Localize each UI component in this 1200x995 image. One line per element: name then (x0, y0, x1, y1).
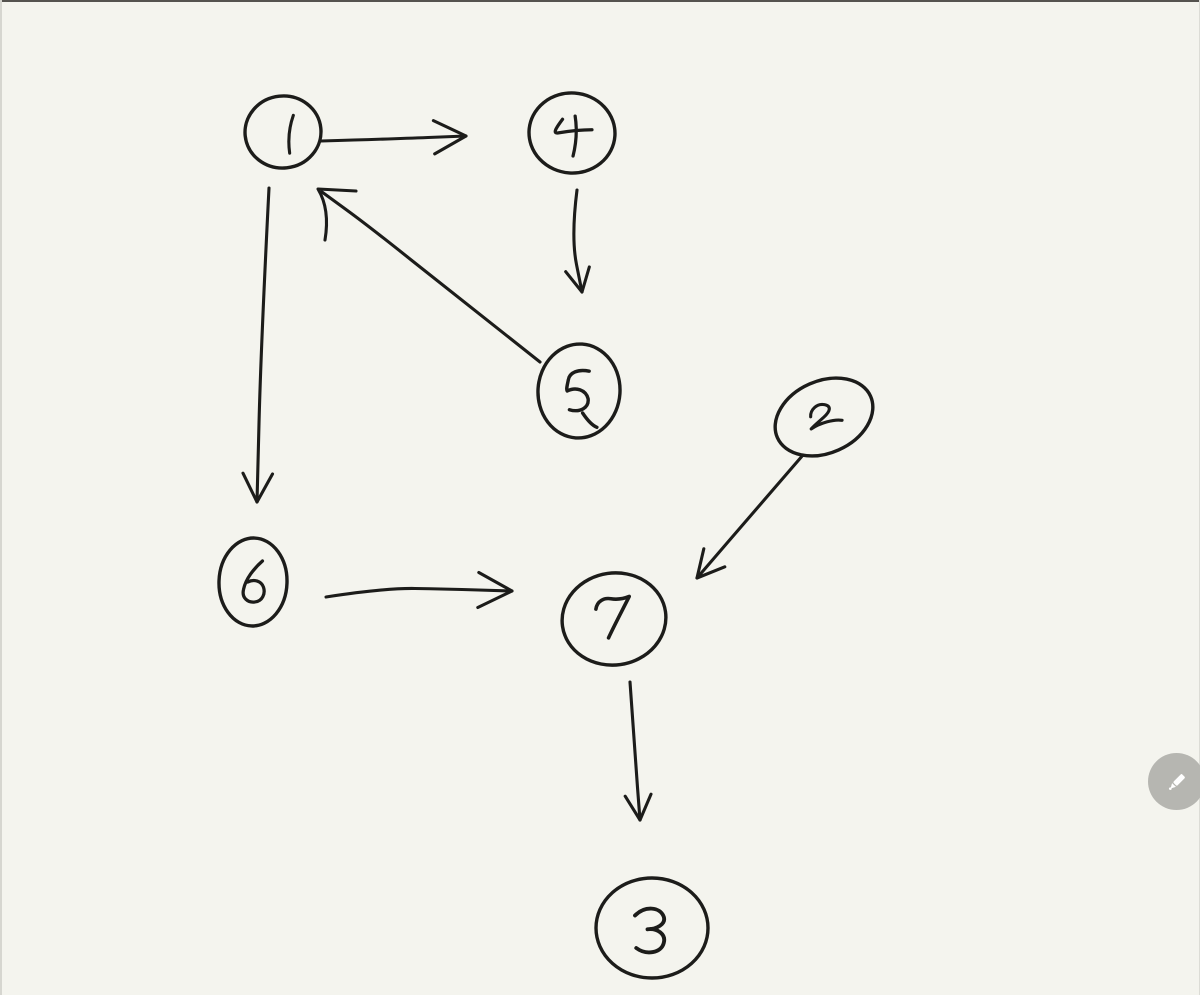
node-label (241, 559, 266, 604)
left-border (0, 0, 2, 995)
node-label (565, 368, 599, 430)
node-circle (243, 94, 323, 170)
arrowhead (476, 570, 514, 610)
arrowhead (316, 187, 358, 242)
node-label (633, 906, 667, 955)
graph-node-2 (773, 376, 875, 458)
arrowhead (623, 792, 653, 822)
node-circle (773, 376, 875, 458)
edge-4-to-5 (564, 188, 591, 294)
pencil-icon (1168, 773, 1185, 790)
node-label (553, 114, 594, 158)
graph-node-7 (560, 571, 668, 667)
edge-1-to-4 (319, 119, 468, 156)
node-label (287, 113, 295, 155)
arrowhead (564, 265, 591, 294)
node-circle (527, 91, 617, 175)
edge-7-to-3 (623, 680, 653, 822)
arrowhead (695, 547, 727, 580)
edge-2-to-7 (695, 453, 805, 580)
top-border (0, 0, 1200, 2)
edge-1-to-6 (241, 186, 275, 504)
arrowhead (431, 119, 468, 156)
graph-node-4 (527, 91, 617, 175)
graph-node-6 (217, 536, 289, 628)
graph-nodes (217, 91, 875, 980)
node-circle (217, 536, 289, 628)
node-label (809, 402, 844, 431)
graph-edges (241, 119, 805, 822)
graph-node-1 (243, 94, 323, 170)
graph-node-3 (594, 876, 710, 980)
node-label (594, 594, 632, 640)
node-circle (560, 571, 668, 667)
edge-6-to-7 (324, 570, 514, 610)
arrowhead (241, 471, 275, 504)
node-circle (594, 876, 710, 980)
edge-5-to-1 (316, 187, 542, 364)
pen-tool-button[interactable] (1148, 753, 1200, 810)
